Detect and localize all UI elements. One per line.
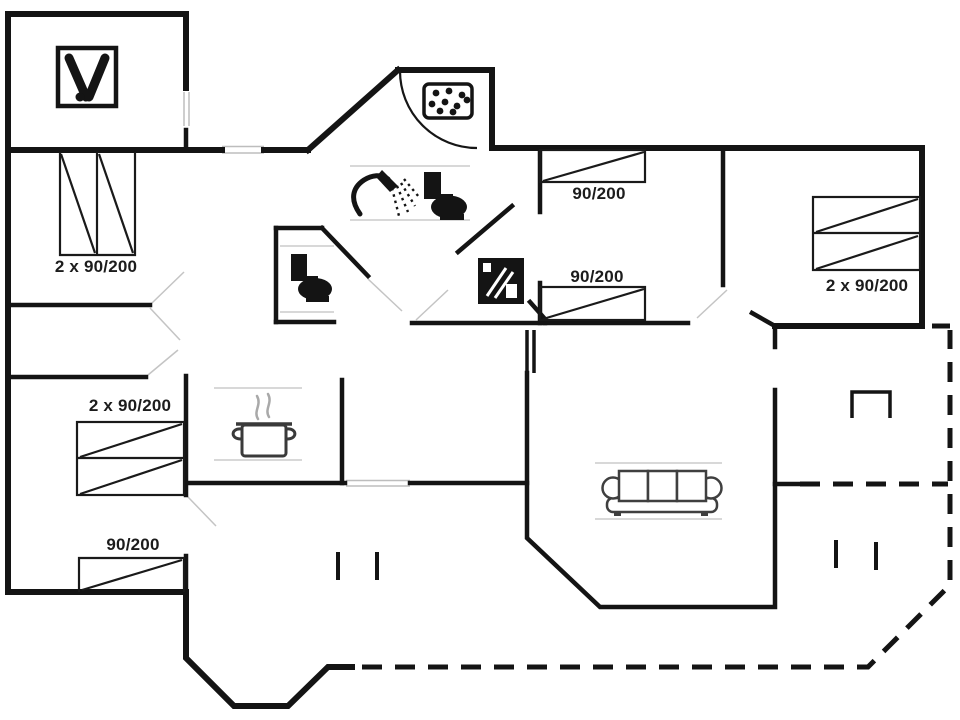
toilet-icon-wc: [291, 254, 332, 302]
bed-dimension-label: 2 x 90/200: [825, 276, 909, 295]
window-marks: [183, 92, 410, 487]
shower-icon: [351, 170, 420, 217]
double-door-lines: [525, 330, 536, 373]
bed-southwest-double: [75, 420, 186, 497]
interior-walls: [5, 127, 801, 610]
entrance-door-arc: [398, 70, 478, 150]
cooking-pot-icon: [231, 392, 297, 458]
door-swing-lines: [147, 271, 728, 527]
toilet-icon-bathroom: [424, 172, 467, 220]
bed-right-double: [811, 195, 922, 272]
bed-dimension-label: 90/200: [106, 535, 160, 554]
grill-niche-icon: [850, 390, 892, 418]
terrace-dashed-boundary: [362, 323, 953, 670]
fixture-hairlines: [214, 165, 722, 520]
bed-left-double: [58, 152, 137, 257]
bed-dimension-label: 2 x 90/200: [54, 257, 138, 276]
bed-dimension-label: 90/200: [570, 267, 624, 286]
fireplace-icon: [55, 45, 119, 109]
post-tick-marks: [336, 540, 878, 580]
sofa-icon: [601, 469, 723, 516]
bed-southwest-single: [77, 556, 186, 592]
doormat-icon: [422, 82, 474, 120]
bed-symbols: [58, 148, 922, 592]
bed-middle-top: [538, 148, 647, 184]
washing-machine-icon: [478, 258, 524, 304]
bed-middle-bottom: [538, 285, 647, 322]
bed-dimension-label: 90/200: [572, 184, 626, 203]
bed-dimension-label: 2 x 90/200: [88, 396, 172, 415]
